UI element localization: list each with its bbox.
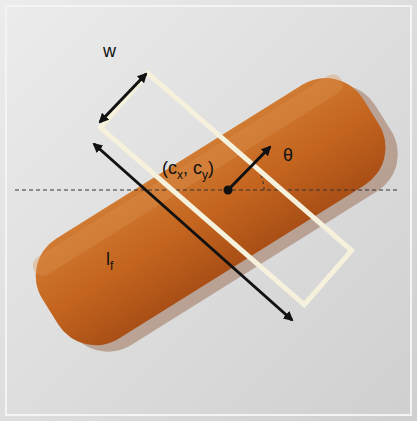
wooden-object xyxy=(19,58,414,372)
label-text: ) xyxy=(208,158,214,178)
grasp-rectangle xyxy=(100,73,351,304)
label-text: , c xyxy=(183,158,202,178)
label-text: w xyxy=(103,41,116,61)
subscript-text: y xyxy=(202,168,208,182)
width-label: w xyxy=(103,42,116,60)
label-text: θ xyxy=(283,145,293,165)
length-label: lf xyxy=(106,250,113,272)
label-text: (c xyxy=(162,158,177,178)
width-arrow xyxy=(100,74,146,122)
photo-frame xyxy=(6,6,411,415)
label-text: l xyxy=(106,249,110,269)
angle-label: θ xyxy=(283,146,293,164)
orientation-arrow xyxy=(228,147,270,190)
center-label: (cx, cy) xyxy=(162,159,214,181)
subscript-text: f xyxy=(110,259,113,273)
reference-line xyxy=(15,190,398,191)
length-arrow xyxy=(94,144,292,320)
subscript-text: x xyxy=(177,168,183,182)
center-dot xyxy=(224,186,233,195)
